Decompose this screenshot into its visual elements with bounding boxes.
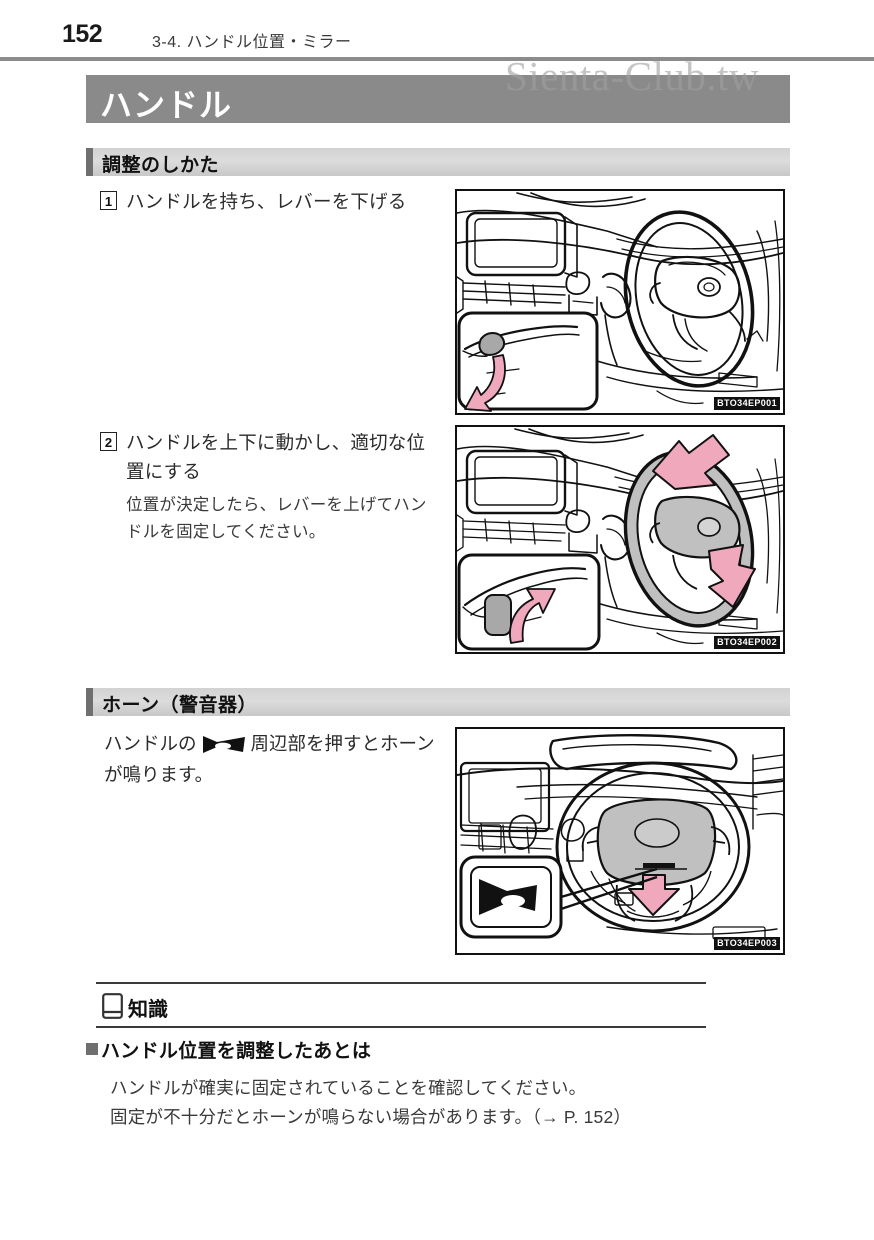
figure-code-1: BTO34EP001 [714, 397, 780, 410]
figure-steering-lever-down: BTO34EP001 [455, 189, 785, 415]
arrow-up-pink [652, 434, 730, 490]
chapter-title-text: ハンドル [100, 87, 233, 123]
section-header-horn: ホーン（警音器） [86, 688, 790, 716]
step-number-2: 2 [100, 432, 117, 451]
arrow-up-horn-pink [628, 874, 680, 916]
figure-3-horn-callout [459, 855, 563, 939]
figure-2-steering-wheel [623, 450, 755, 628]
figure-3-artwork [457, 734, 783, 940]
figure-2-artwork [457, 428, 783, 651]
figure-2-inset-lever [457, 553, 601, 651]
horn-icon [201, 733, 247, 755]
section-header-horn-label: ホーン（警音器） [102, 695, 258, 716]
book-icon [102, 993, 123, 1019]
page-header: 152 3-4. ハンドル位置・ミラー [0, 0, 874, 61]
header-divider-rule [0, 57, 874, 61]
page-header-title: 3-4. ハンドル位置・ミラー [152, 34, 352, 51]
chapter-title-bar: ハンドル [86, 75, 790, 123]
section-header-adjust-label: 調整のしかた [102, 155, 220, 176]
page-number: 152 [62, 20, 103, 48]
knowledge-rule-bottom [96, 1026, 706, 1028]
section-header-adjust: 調整のしかた [86, 148, 790, 176]
figure-steering-updown-adjust: BTO34EP002 [455, 425, 785, 654]
figure-1-inset-lever [457, 311, 599, 412]
figure-3-steering-wheel [555, 761, 751, 933]
figure-code-2: BTO34EP002 [714, 636, 780, 649]
knowledge-rule-top [96, 982, 706, 984]
knowledge-body-line-2: 固定が不十分だとホーンが鳴らない場合があります。（→ P. 152） [110, 1107, 632, 1127]
knowledge-body-line-1: ハンドルが確実に固定されていることを確認してください。 [110, 1078, 587, 1098]
step-text-1: ハンドルを持ち、レバーを下げる [126, 191, 407, 212]
knowledge-title: 知識 [128, 999, 168, 1021]
square-bullet-icon [86, 1043, 98, 1055]
horn-text-before: ハンドルの [104, 733, 197, 754]
figure-code-3: BTO34EP003 [714, 937, 780, 950]
arrow-down-pink [708, 544, 756, 608]
knowledge-subsection-title: ハンドル位置を調整したあとは [101, 1041, 372, 1062]
figure-horn-pad: BTO34EP003 [455, 727, 785, 955]
horn-text-after: 周辺部を押すとホーンが鳴ります。 [104, 733, 435, 785]
figure-1-artwork [457, 192, 783, 412]
step-subtext-2: 位置が決定したら、レバーを上げてハンドルを固定してください。 [126, 496, 427, 541]
horn-description-paragraph: ハンドルの周辺部を押すとホーンが鳴ります。 [104, 728, 444, 790]
knowledge-body-text: ハンドルが確実に固定されていることを確認してください。 固定が不十分だとホーンが… [110, 1074, 730, 1132]
knowledge-title-row: 知識 [96, 988, 706, 1024]
step-text-2: ハンドルを上下に動かし、適切な位置にする [126, 432, 426, 482]
step-number-1: 1 [100, 191, 117, 210]
horn-icon [479, 879, 537, 915]
